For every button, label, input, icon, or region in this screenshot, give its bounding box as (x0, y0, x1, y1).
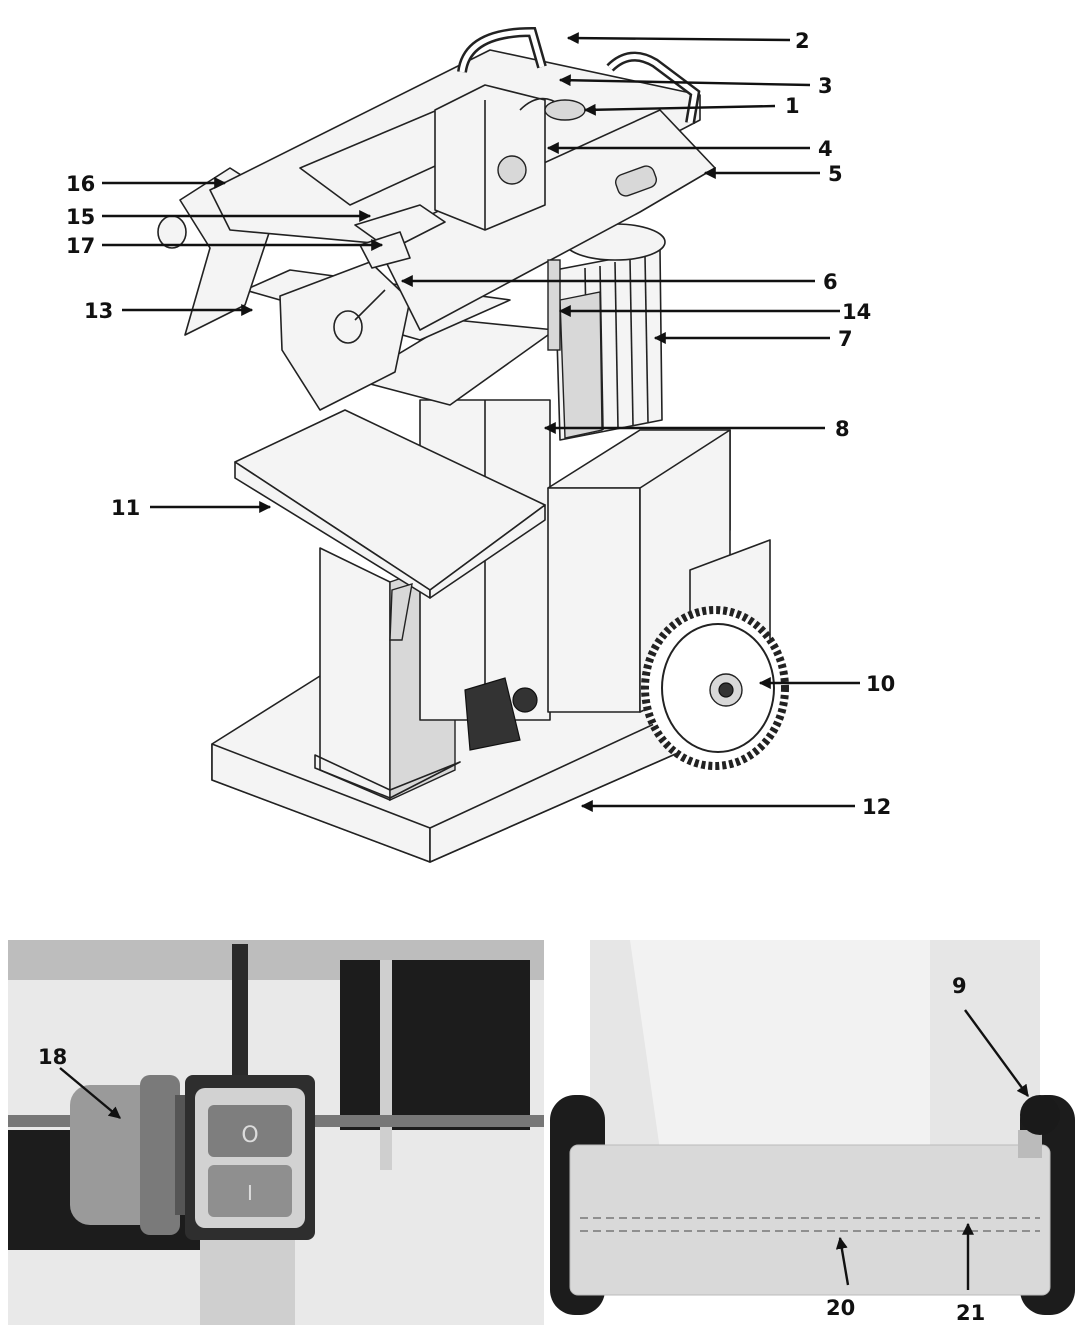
callout-8: 8 (835, 417, 850, 441)
callout-1: 1 (785, 94, 800, 118)
log-splitter-drawing (157, 26, 789, 863)
callout-9: 9 (952, 974, 967, 998)
electric-motor (554, 223, 666, 441)
on-off-switch: O I (185, 1075, 315, 1325)
callout-16: 16 (66, 172, 95, 196)
off-button (208, 1105, 292, 1157)
photo-reservoir: 9 20 21 (548, 940, 1078, 1325)
callout-10: 10 (866, 672, 895, 696)
wheel (641, 606, 789, 770)
on-button-symbol: I (247, 1181, 253, 1205)
oil-tank (569, 1144, 1051, 1296)
callout-14: 14 (842, 300, 871, 324)
power-plug (70, 1075, 197, 1235)
callout-17: 17 (66, 234, 95, 258)
callout-15: 15 (66, 205, 95, 229)
working-table (234, 409, 546, 641)
callout-4: 4 (818, 137, 833, 161)
photo-switch: O I 18 (8, 940, 544, 1325)
oil-cap (1018, 1095, 1060, 1158)
on-button (208, 1165, 292, 1217)
callout-13: 13 (84, 299, 113, 323)
hydraulic-block (434, 84, 586, 231)
callout-2: 2 (795, 29, 810, 53)
callout-5: 5 (828, 162, 843, 186)
callout-20: 20 (826, 1296, 855, 1320)
callout-11: 11 (111, 496, 140, 520)
callout-6: 6 (823, 270, 838, 294)
callout-7: 7 (838, 327, 853, 351)
callout-21: 21 (956, 1301, 985, 1325)
right-guard (279, 261, 411, 411)
top-handles (457, 26, 701, 124)
off-button-symbol: O (241, 1123, 258, 1148)
callout-12: 12 (862, 795, 891, 819)
callouts-main: 2 3 1 4 5 16 15 17 6 13 14 7 8 11 10 12 (66, 29, 895, 819)
callout-18: 18 (38, 1045, 67, 1069)
callout-3: 3 (818, 74, 833, 98)
